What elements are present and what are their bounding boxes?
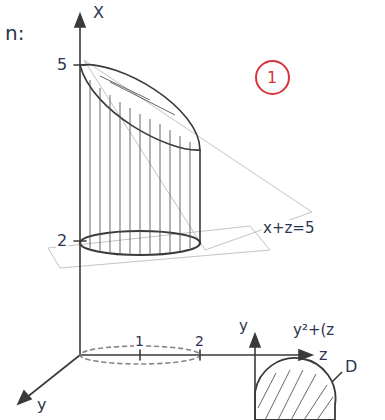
callout-number: 1 bbox=[267, 68, 277, 87]
tick-value: 2 bbox=[56, 232, 68, 250]
tick-value: 5 bbox=[56, 56, 68, 74]
tick-value: 1 bbox=[134, 334, 145, 349]
axis-name: y bbox=[36, 396, 47, 414]
axis-name: z bbox=[318, 346, 328, 364]
axis-name: y bbox=[238, 318, 249, 335]
region-name: D bbox=[344, 358, 358, 376]
label-text: n: bbox=[4, 22, 25, 44]
tick-value: 2 bbox=[194, 334, 205, 349]
equation-label: x+z=5 bbox=[262, 220, 315, 237]
axis-name: X bbox=[92, 4, 105, 22]
equation-label: y²+(z bbox=[292, 322, 335, 339]
circled-number: 1 bbox=[255, 60, 290, 95]
